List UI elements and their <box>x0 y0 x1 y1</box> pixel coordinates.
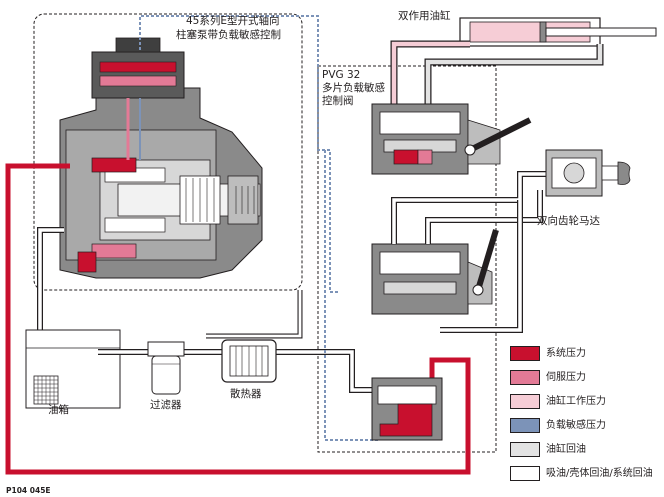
drawing-code: P104 045E <box>6 486 51 495</box>
legend-label: 伺服压力 <box>546 372 586 383</box>
legend-swatch <box>510 442 540 457</box>
legend-item: 系统压力 <box>510 346 660 364</box>
legend-item: 负载敏感压力 <box>510 418 660 436</box>
pump-title-line1: 45系列E型开式轴向 <box>186 15 280 27</box>
legend-item: 油缸工作压力 <box>510 394 660 412</box>
legend-swatch <box>510 466 540 481</box>
legend-swatch <box>510 370 540 385</box>
legend-item: 吸油/壳体回油/系统回油 <box>510 466 660 484</box>
cooler <box>221 339 277 383</box>
valve-label-line2: 多片负载敏感 <box>322 82 385 94</box>
filter <box>147 341 185 395</box>
pump-title-line2: 柱塞泵带负载敏感控制 <box>176 29 281 41</box>
cooler-label: 散热器 <box>230 388 262 400</box>
legend-swatch <box>510 418 540 433</box>
double-acting-cylinder <box>459 17 657 47</box>
legend-label: 油缸工作压力 <box>546 396 606 407</box>
legend-label: 吸油/壳体回油/系统回油 <box>546 468 653 479</box>
legend-label: 油缸回油 <box>546 444 586 455</box>
load-sense-line <box>139 15 340 293</box>
gear-motor <box>545 149 631 197</box>
oil-tank <box>25 329 121 409</box>
legend-item: 油缸回油 <box>510 442 660 460</box>
legend-swatch <box>510 394 540 409</box>
filter-label: 过滤器 <box>150 399 182 411</box>
valve-section-upper <box>371 103 532 175</box>
valve-section-lower <box>371 229 499 315</box>
axial-piston-pump <box>59 37 263 279</box>
cylinder-line-b <box>424 44 604 104</box>
legend-label: 系统压力 <box>546 348 586 359</box>
valve-enclosure <box>317 65 497 453</box>
cylinder-line-a <box>390 40 470 104</box>
motor-line-a <box>391 171 548 244</box>
valve-inlet-section <box>371 377 443 441</box>
valve-label-line1: PVG 32 <box>322 69 361 81</box>
legend-swatch <box>510 346 540 361</box>
motor-label: 双向齿轮马达 <box>537 215 600 227</box>
valve-label-line3: 控制阀 <box>322 95 354 107</box>
legend-item: 伺服压力 <box>510 370 660 388</box>
tank-label: 油箱 <box>48 404 69 416</box>
system-pressure-line <box>5 163 471 475</box>
legend-label: 负载敏感压力 <box>546 420 606 431</box>
cylinder-label: 双作用油缸 <box>398 10 451 22</box>
case-drain-line <box>206 290 303 339</box>
pump-enclosure <box>33 13 303 291</box>
